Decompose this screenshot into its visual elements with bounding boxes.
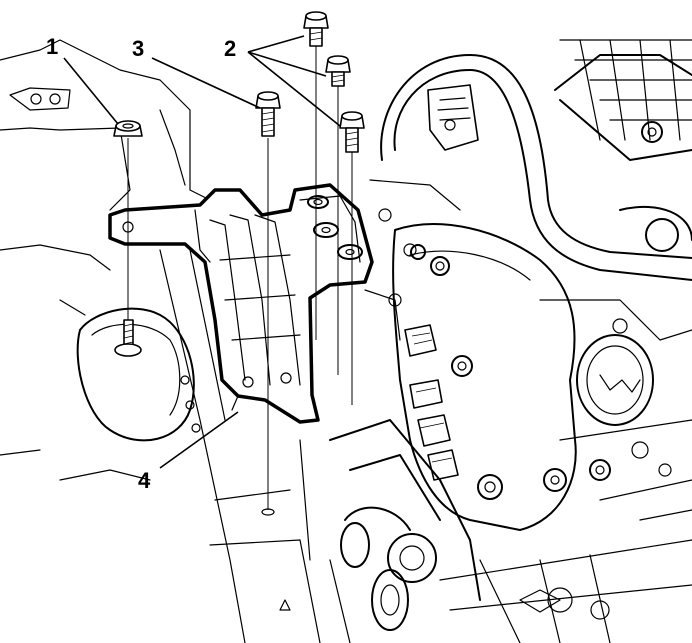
callout-2: 2 xyxy=(224,36,236,61)
bolt-2a xyxy=(303,11,329,47)
callout-3: 3 xyxy=(132,36,144,61)
nut-1 xyxy=(113,120,143,137)
bolt-2b xyxy=(325,55,351,87)
engine-mount-bracket xyxy=(108,183,374,424)
mount-stud xyxy=(114,319,142,357)
callout-1: 1 xyxy=(46,34,58,59)
body-structure xyxy=(0,39,321,643)
callout-4: 4 xyxy=(138,468,151,493)
bolt-2c xyxy=(339,111,365,153)
alignment-lines xyxy=(127,45,353,516)
engine-assembly xyxy=(299,39,692,643)
leader-lines xyxy=(63,35,341,469)
bolt-3 xyxy=(255,91,281,137)
